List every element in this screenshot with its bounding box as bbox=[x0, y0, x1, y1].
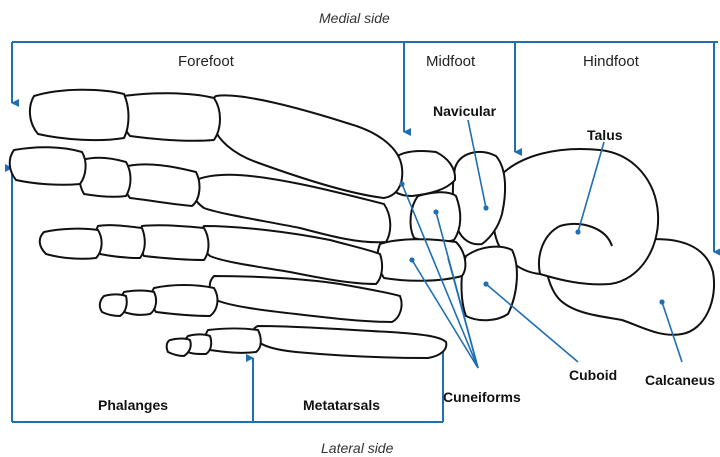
fourth-proximal-phalanx-bone bbox=[151, 285, 217, 316]
hindfoot-label: Hindfoot bbox=[583, 54, 639, 69]
calcaneus-label: Calcaneus bbox=[645, 373, 715, 387]
calcaneus-dot bbox=[659, 299, 664, 304]
first-proximal-phalanx-bone bbox=[121, 93, 220, 141]
fourth-distal-phalanx-bone bbox=[100, 295, 127, 317]
third-proximal-phalanx-bone bbox=[139, 225, 208, 260]
navicular-dot bbox=[483, 205, 488, 210]
medial-side-label: Medial side bbox=[319, 11, 390, 25]
intermediate-cuneiform-dot bbox=[433, 209, 438, 214]
phalanges-label: Phalanges bbox=[98, 398, 168, 412]
third-middle-phalanx-bone bbox=[95, 225, 145, 258]
fifth-metatarsal-bone bbox=[253, 326, 446, 358]
cuboid-label: Cuboid bbox=[569, 368, 617, 382]
cuboid-bone bbox=[462, 247, 517, 321]
lateral-side-label: Lateral side bbox=[321, 441, 393, 455]
second-distal-phalanx-bone bbox=[10, 147, 86, 185]
intermediate-cuneiform-bone bbox=[411, 192, 461, 242]
first-distal-phalanx-bone bbox=[30, 90, 129, 140]
midfoot-label: Midfoot bbox=[426, 54, 475, 69]
cuneiforms-label: Cuneiforms bbox=[443, 390, 521, 404]
second-proximal-phalanx-bone bbox=[124, 164, 200, 206]
fifth-distal-phalanx-bone bbox=[167, 339, 191, 357]
metatarsals-label: Metatarsals bbox=[303, 398, 380, 412]
fifth-proximal-phalanx-bone bbox=[205, 329, 261, 353]
third-distal-phalanx-bone bbox=[40, 229, 102, 259]
talus-dot bbox=[575, 229, 580, 234]
second-middle-phalanx-bone bbox=[79, 158, 130, 197]
lateral-cuneiform-dot bbox=[409, 257, 414, 262]
cuboid-dot bbox=[483, 281, 488, 286]
navicular-label: Navicular bbox=[433, 104, 496, 118]
medial-cuneiform-dot bbox=[399, 181, 404, 186]
forefoot-label: Forefoot bbox=[178, 54, 234, 69]
talus-label: Talus bbox=[587, 128, 623, 142]
